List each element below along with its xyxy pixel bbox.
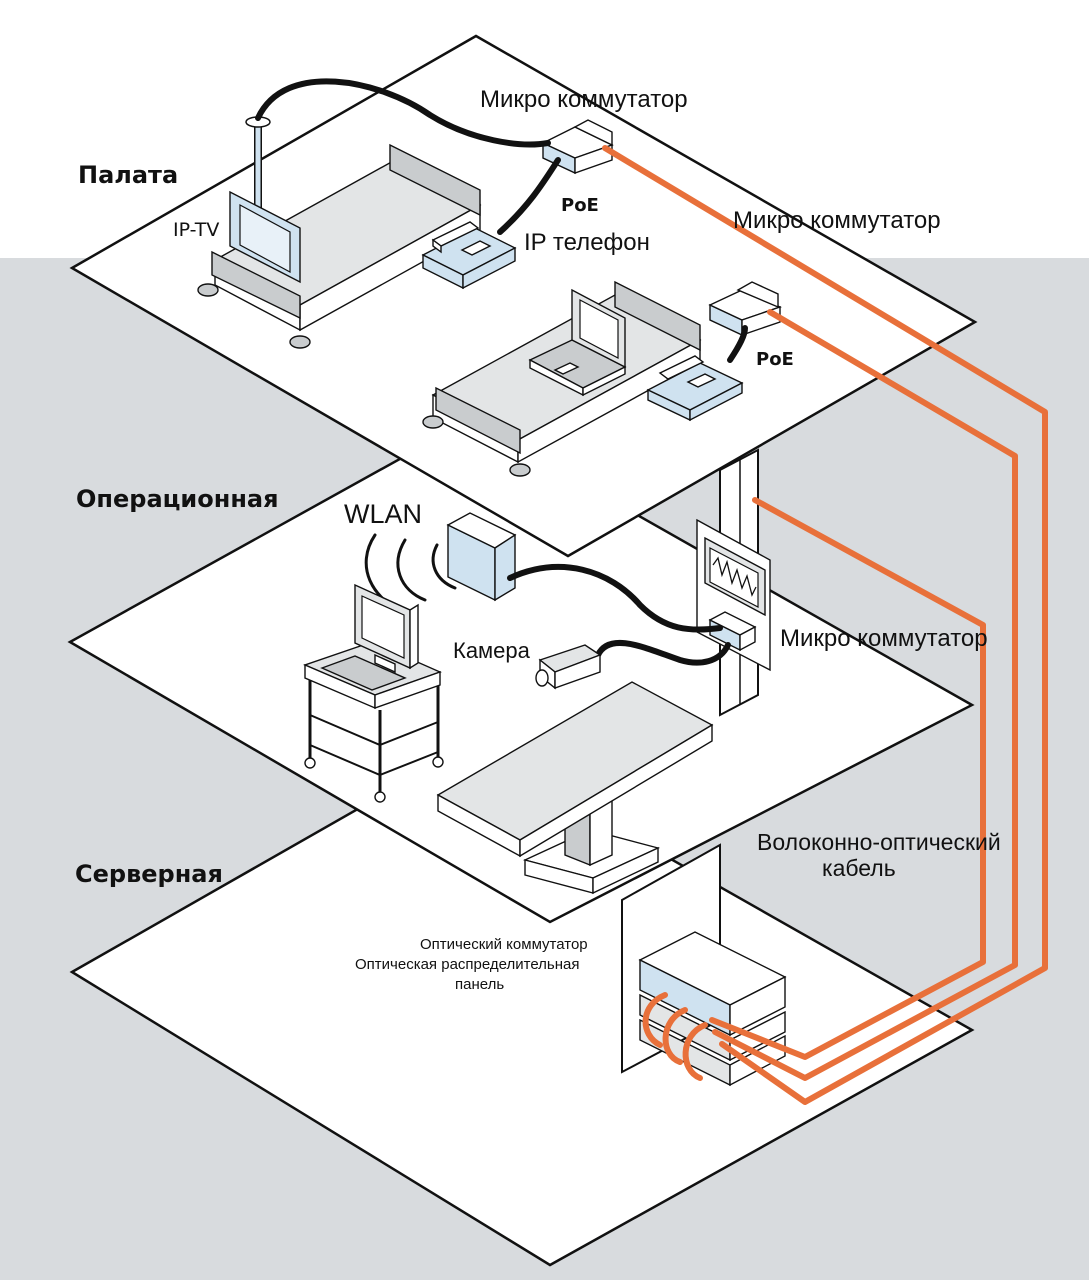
label-camera: Камера: [453, 638, 531, 663]
label-ip-tv: IP-TV: [173, 219, 219, 241]
workstation-cart-icon: [303, 583, 444, 803]
cable-tv-switch: [255, 78, 551, 148]
patch-panel-icon: [642, 992, 708, 1081]
label-poe-1: PoE: [561, 195, 599, 216]
label-ip-phone: IP телефон: [524, 229, 650, 256]
label-fiber-cable-2: кабель: [822, 855, 896, 881]
micro-switch-icon-1: [541, 119, 614, 175]
laptop-icon: [528, 288, 627, 397]
label-optical-switch: Оптический коммутатор: [420, 936, 588, 953]
camera-icon: [535, 644, 602, 690]
label-poe-2: PoE: [756, 349, 794, 370]
floor-label-operating: Операционная: [76, 485, 279, 513]
label-optical-panel-2: панель: [455, 976, 504, 993]
label-fiber-cable-1: Волоконно-оптический: [757, 829, 1001, 855]
operating-room-floor: [67, 418, 975, 924]
phone-icon-1: [421, 221, 517, 290]
ward-floor: [69, 34, 978, 558]
phone-icon-2: [646, 355, 744, 422]
label-micro-switch-2: Микро коммутатор: [733, 207, 941, 234]
floor-label-server: Серверная: [75, 860, 223, 888]
label-optical-panel-1: Оптическая распределительная: [355, 956, 579, 973]
cable-phone2-switch: [727, 325, 748, 363]
cable-camera-switch: [595, 639, 731, 666]
cable-phone-switch: [497, 157, 561, 235]
access-point-icon: [446, 512, 517, 602]
label-micro-switch-3: Микро коммутатор: [780, 625, 988, 652]
tv-icon: [229, 116, 301, 284]
floor-label-ward: Палата: [78, 161, 178, 189]
cable-ap-switch: [507, 564, 723, 633]
operating-table-icon: [436, 681, 714, 895]
label-wlan: WLAN: [344, 499, 422, 529]
label-micro-switch-1: Микро коммутатор: [480, 86, 688, 113]
fiber-cables: [602, 145, 1048, 1105]
